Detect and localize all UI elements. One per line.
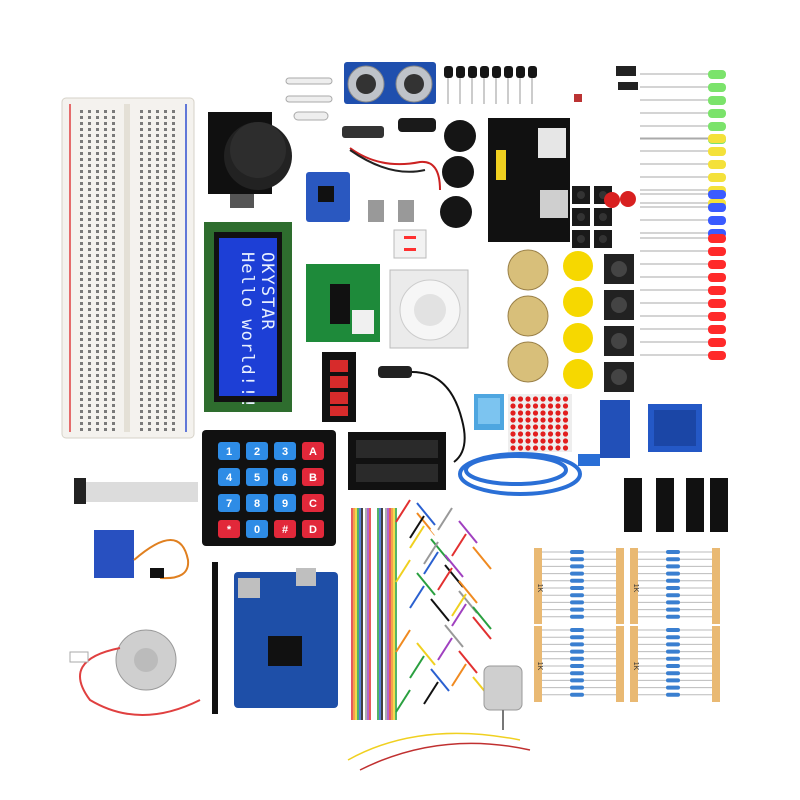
keypad-key xyxy=(302,494,324,512)
resistor-strips: 1K 1K 1K 1K xyxy=(534,548,720,702)
battery-holder xyxy=(348,432,446,490)
keypad-key-label: 7 xyxy=(226,498,232,510)
keypad-key xyxy=(218,468,240,486)
keypad-key xyxy=(246,468,268,486)
keypad-key xyxy=(246,520,268,538)
keypad-key-label: C xyxy=(309,498,317,510)
pir-sensor xyxy=(389,269,469,349)
small-components xyxy=(574,66,638,208)
accelerometer-module xyxy=(306,172,350,222)
keypad-key-label: D xyxy=(309,524,317,536)
keypad-key-label: 6 xyxy=(282,472,288,484)
stepper-driver-board xyxy=(306,264,380,342)
resistor-label: 1K xyxy=(536,662,543,671)
keypad-key-label: 4 xyxy=(226,472,233,484)
keypad-key xyxy=(302,468,324,486)
lcd-module xyxy=(204,222,292,412)
keypad-key xyxy=(274,442,296,460)
resistor-label: 1K xyxy=(536,584,543,593)
resistor-label: 1K xyxy=(632,662,639,671)
keypad-key xyxy=(218,494,240,512)
seven-segment-single xyxy=(393,229,427,259)
keypad-key xyxy=(302,520,324,538)
keypad-key-label: 9 xyxy=(282,498,288,510)
transistor-row xyxy=(444,66,537,104)
led-matrix xyxy=(508,394,572,452)
ir-receiver-module xyxy=(600,400,630,458)
tact-switches xyxy=(572,186,612,248)
lcd-line1: OKYSTAR xyxy=(257,252,277,331)
keypad-key-label: 8 xyxy=(254,498,260,510)
breadboard xyxy=(61,97,195,439)
keypad-key-label: 0 xyxy=(254,524,260,536)
ic-chips xyxy=(624,478,728,532)
keypad-key xyxy=(274,468,296,486)
keypad-key-label: B xyxy=(309,472,317,484)
led-column xyxy=(640,70,726,360)
keypad-key-label: * xyxy=(227,524,232,536)
joystick-module xyxy=(208,112,292,208)
keypad-key-label: 5 xyxy=(254,472,260,484)
humidity-sensor xyxy=(474,394,504,430)
ultrasonic-sensor xyxy=(344,62,436,104)
arduino-board xyxy=(234,568,338,708)
buzzers xyxy=(440,120,476,228)
stepper-motor xyxy=(69,629,201,716)
usb-cable xyxy=(458,452,600,496)
dc-motor xyxy=(483,665,523,730)
lcd-line2: Hello world!!! xyxy=(237,252,257,409)
keypad-key xyxy=(246,442,268,460)
keypad-key-label: 2 xyxy=(254,446,260,458)
keypad-key xyxy=(218,520,240,538)
keypad-key-label: A xyxy=(309,446,317,458)
keypad-key-label: # xyxy=(282,524,288,536)
resistor-label: 1K xyxy=(632,584,639,593)
keypad-key xyxy=(274,520,296,538)
power-supply-module xyxy=(488,118,570,242)
keypad-key-label: 1 xyxy=(226,446,232,458)
dc-jack-cable xyxy=(342,118,441,191)
servo-horns xyxy=(285,77,333,121)
keypad-keys: 1 2 3 A 4 5 6 B 7 8 9 C * 0 # D xyxy=(218,442,324,538)
jumper-wires xyxy=(347,499,531,771)
keypad-key-label: 3 xyxy=(282,446,288,458)
keypad-key xyxy=(218,442,240,460)
keypad-key xyxy=(246,494,268,512)
dc-cable-black xyxy=(378,366,466,463)
button-caps xyxy=(563,251,593,389)
keypad-key xyxy=(274,494,296,512)
slide-switches xyxy=(368,200,414,222)
servo-motor xyxy=(94,530,190,580)
potentiometers xyxy=(507,249,549,383)
keypad-key xyxy=(302,442,324,460)
large-tact-buttons xyxy=(604,254,634,392)
header-pins xyxy=(212,562,218,714)
relay-module xyxy=(648,404,702,452)
ribbon-cable xyxy=(74,478,198,504)
seven-segment-4digit xyxy=(322,352,356,422)
